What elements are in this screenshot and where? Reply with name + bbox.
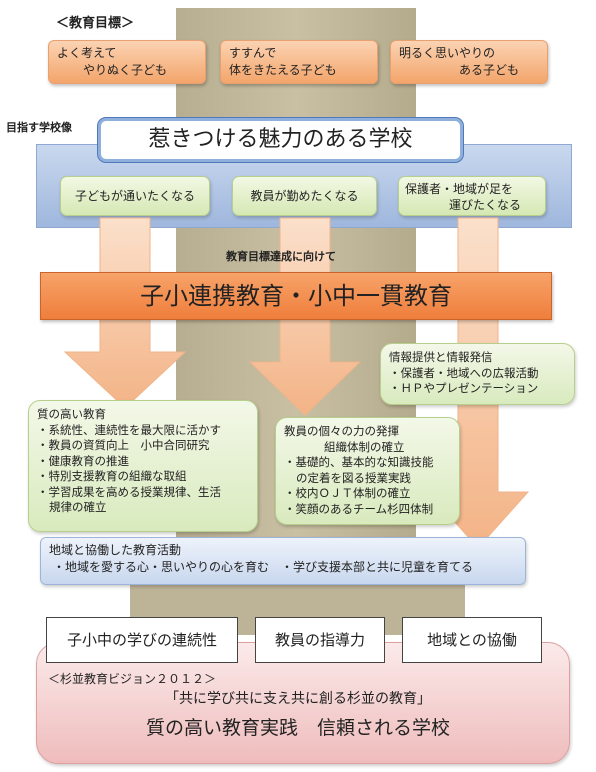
card-staff-subtitle: 組織体制の確立 xyxy=(324,439,405,454)
toward-label: 教育目標達成に向けて xyxy=(226,250,336,263)
vision-pillar-teachers: 教員が勤めたくなる xyxy=(232,176,377,216)
card-quality-item: ・系統性、連続性を最大限に活かす xyxy=(37,422,221,437)
card-staff-item: ・校内ＯＪＴ体制の確立 xyxy=(284,486,411,500)
card-staff-title: 教員の個々の力の発揮 xyxy=(284,424,399,438)
keyword-teaching: 教員の指導力 xyxy=(255,617,385,663)
vision-pillar-parents-line2: 運びたくなる xyxy=(449,198,522,212)
goal-1-line1: よく考えて xyxy=(57,46,117,60)
main-initiative: 子小連携教育・小中一貫教育 xyxy=(40,272,552,320)
card-quality-item: 規律の確立 xyxy=(49,500,107,514)
card-staff: 教員の個々の力の発揮 組織体制の確立 ・基礎的、基本的な知識技能 の定着を図る授… xyxy=(275,417,460,525)
card-staff-item: ・笑顔のあるチーム杉四体制 xyxy=(284,501,434,516)
vision-pillar-parents-line1: 保護者・地域が足を xyxy=(405,182,514,196)
goal-2-line2: 体をきたえる子ども xyxy=(229,63,337,77)
vision-title: 惹きつける魅力のある学校 xyxy=(98,118,463,162)
card-quality-item: ・特別支援教育の組織な取組 xyxy=(37,469,187,483)
card-quality-item: ・教員の資質向上 小中合同研究 xyxy=(37,438,210,452)
card-info-item: ・保護者・地域への広報活動 xyxy=(389,365,539,380)
sugi-slogan: 「共に学び共に支え共に創る杉並の教育」 xyxy=(165,691,431,707)
vision-pillar-children: 子どもが通いたくなる xyxy=(60,176,210,216)
card-staff-item: ・基礎的、基本的な知識技能 xyxy=(284,455,434,469)
keyword-community: 地域との協働 xyxy=(402,617,542,663)
sugi-goal: 質の高い教育実践 信頼される学校 xyxy=(145,717,450,739)
card-staff-item: の定着を図る授業実践 xyxy=(296,470,411,485)
card-quality-item: ・学習成果を高める授業規律、生活 xyxy=(37,484,221,499)
community-line: ・地域を愛する心・思いやりの心を育む ・学び支援本部と共に児童を育てる xyxy=(53,560,474,574)
vision-label: 目指す学校像 xyxy=(6,121,72,134)
goal-3-line2: ある子ども xyxy=(459,63,520,77)
keyword-continuity: 子小中の学びの連続性 xyxy=(46,617,238,663)
goal-card-2: すすんで 体をきたえる子ども xyxy=(220,40,378,84)
sugi-title: ＜杉並教育ビジョン２０１２＞ xyxy=(48,672,217,686)
card-info-title: 情報提供と情報発信 xyxy=(389,350,493,364)
card-quality-item: ・健康教育の推進 xyxy=(37,453,129,468)
card-info-item: ・ＨＰやプレゼンテーション xyxy=(389,381,539,395)
goal-3-line1: 明るく思いやりの xyxy=(399,46,496,60)
community-title: 地域と協働した教育活動 xyxy=(49,543,182,557)
community-box: 地域と協働した教育活動 ・地域を愛する心・思いやりの心を育む ・学び支援本部と共… xyxy=(40,537,526,585)
vision-pillar-parents: 保護者・地域が足を 運びたくなる xyxy=(398,176,546,216)
card-info: 情報提供と情報発信 ・保護者・地域への広報活動 ・ＨＰやプレゼンテーション xyxy=(380,343,575,405)
goal-card-1: よく考えて やりぬく子ども xyxy=(48,40,206,84)
goal-card-3: 明るく思いやりの ある子ども xyxy=(390,40,548,84)
goals-title: ＜教育目標＞ xyxy=(56,16,135,31)
card-quality-title: 質の高い教育 xyxy=(37,407,106,421)
goal-2-line1: すすんで xyxy=(229,46,277,60)
card-quality: 質の高い教育 ・系統性、連続性を最大限に活かす ・教員の資質向上 小中合同研究 … xyxy=(28,400,258,532)
goal-1-line2: やりぬく子ども xyxy=(83,63,168,77)
